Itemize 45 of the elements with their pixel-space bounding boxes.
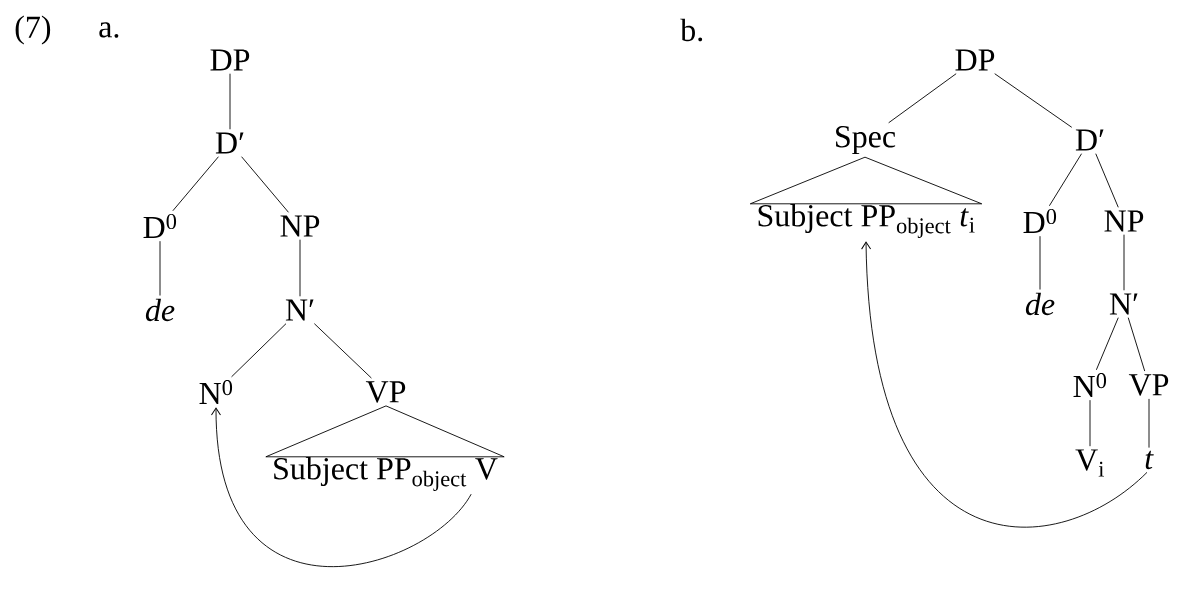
example-number: b. xyxy=(680,18,703,42)
branch-line xyxy=(1123,234,1125,291)
triangle-branch xyxy=(749,156,983,205)
category-label: N$^{0}$ xyxy=(1073,373,1107,397)
branch-line xyxy=(313,323,372,379)
category-label: D′ xyxy=(1075,129,1104,151)
branch-line xyxy=(229,73,231,130)
category-label: VP xyxy=(365,381,406,403)
branch-line xyxy=(1089,399,1091,447)
category-label: D$^{0}$ xyxy=(1023,209,1057,233)
branch-line xyxy=(994,73,1073,128)
category-label: N$^{0}$ xyxy=(199,380,233,404)
branch-line xyxy=(1095,153,1119,208)
category-label: V$_{i}$ xyxy=(1075,449,1104,477)
example-number: (7) xyxy=(15,15,51,45)
category-label: N′ xyxy=(1109,293,1138,315)
branch-line xyxy=(159,240,161,296)
category-label: Subject PP$_{object}$ t$_{i}$ xyxy=(758,204,975,238)
triangle-branch xyxy=(265,405,505,458)
category-label: Subject PP$_{object}$ V xyxy=(274,457,498,491)
category-label: de xyxy=(145,298,175,322)
branch-line xyxy=(299,239,301,297)
category-label: NP xyxy=(280,215,320,237)
category-label: Spec xyxy=(836,126,896,154)
category-label: D′ xyxy=(215,132,244,154)
category-label: D$^{0}$ xyxy=(143,214,177,238)
category-label: VP xyxy=(1128,374,1169,396)
branch-line xyxy=(241,156,289,213)
branch-line xyxy=(888,73,957,124)
example-number: a. xyxy=(99,22,119,38)
branch-line xyxy=(172,156,219,212)
category-label: DP xyxy=(210,49,250,71)
movement-arrow xyxy=(211,407,472,568)
movement-arrow xyxy=(861,241,1148,528)
branch-line xyxy=(1127,317,1146,372)
branch-line xyxy=(231,323,287,378)
branch-line xyxy=(1048,153,1082,207)
branch-line xyxy=(1039,235,1041,290)
category-label: N′ xyxy=(285,299,314,321)
category-label: NP xyxy=(1104,210,1144,232)
branch-line xyxy=(1148,398,1150,449)
category-label: t xyxy=(1145,450,1154,470)
category-label: DP xyxy=(955,49,995,71)
category-label: de xyxy=(1025,292,1055,316)
branch-line xyxy=(1095,317,1119,371)
